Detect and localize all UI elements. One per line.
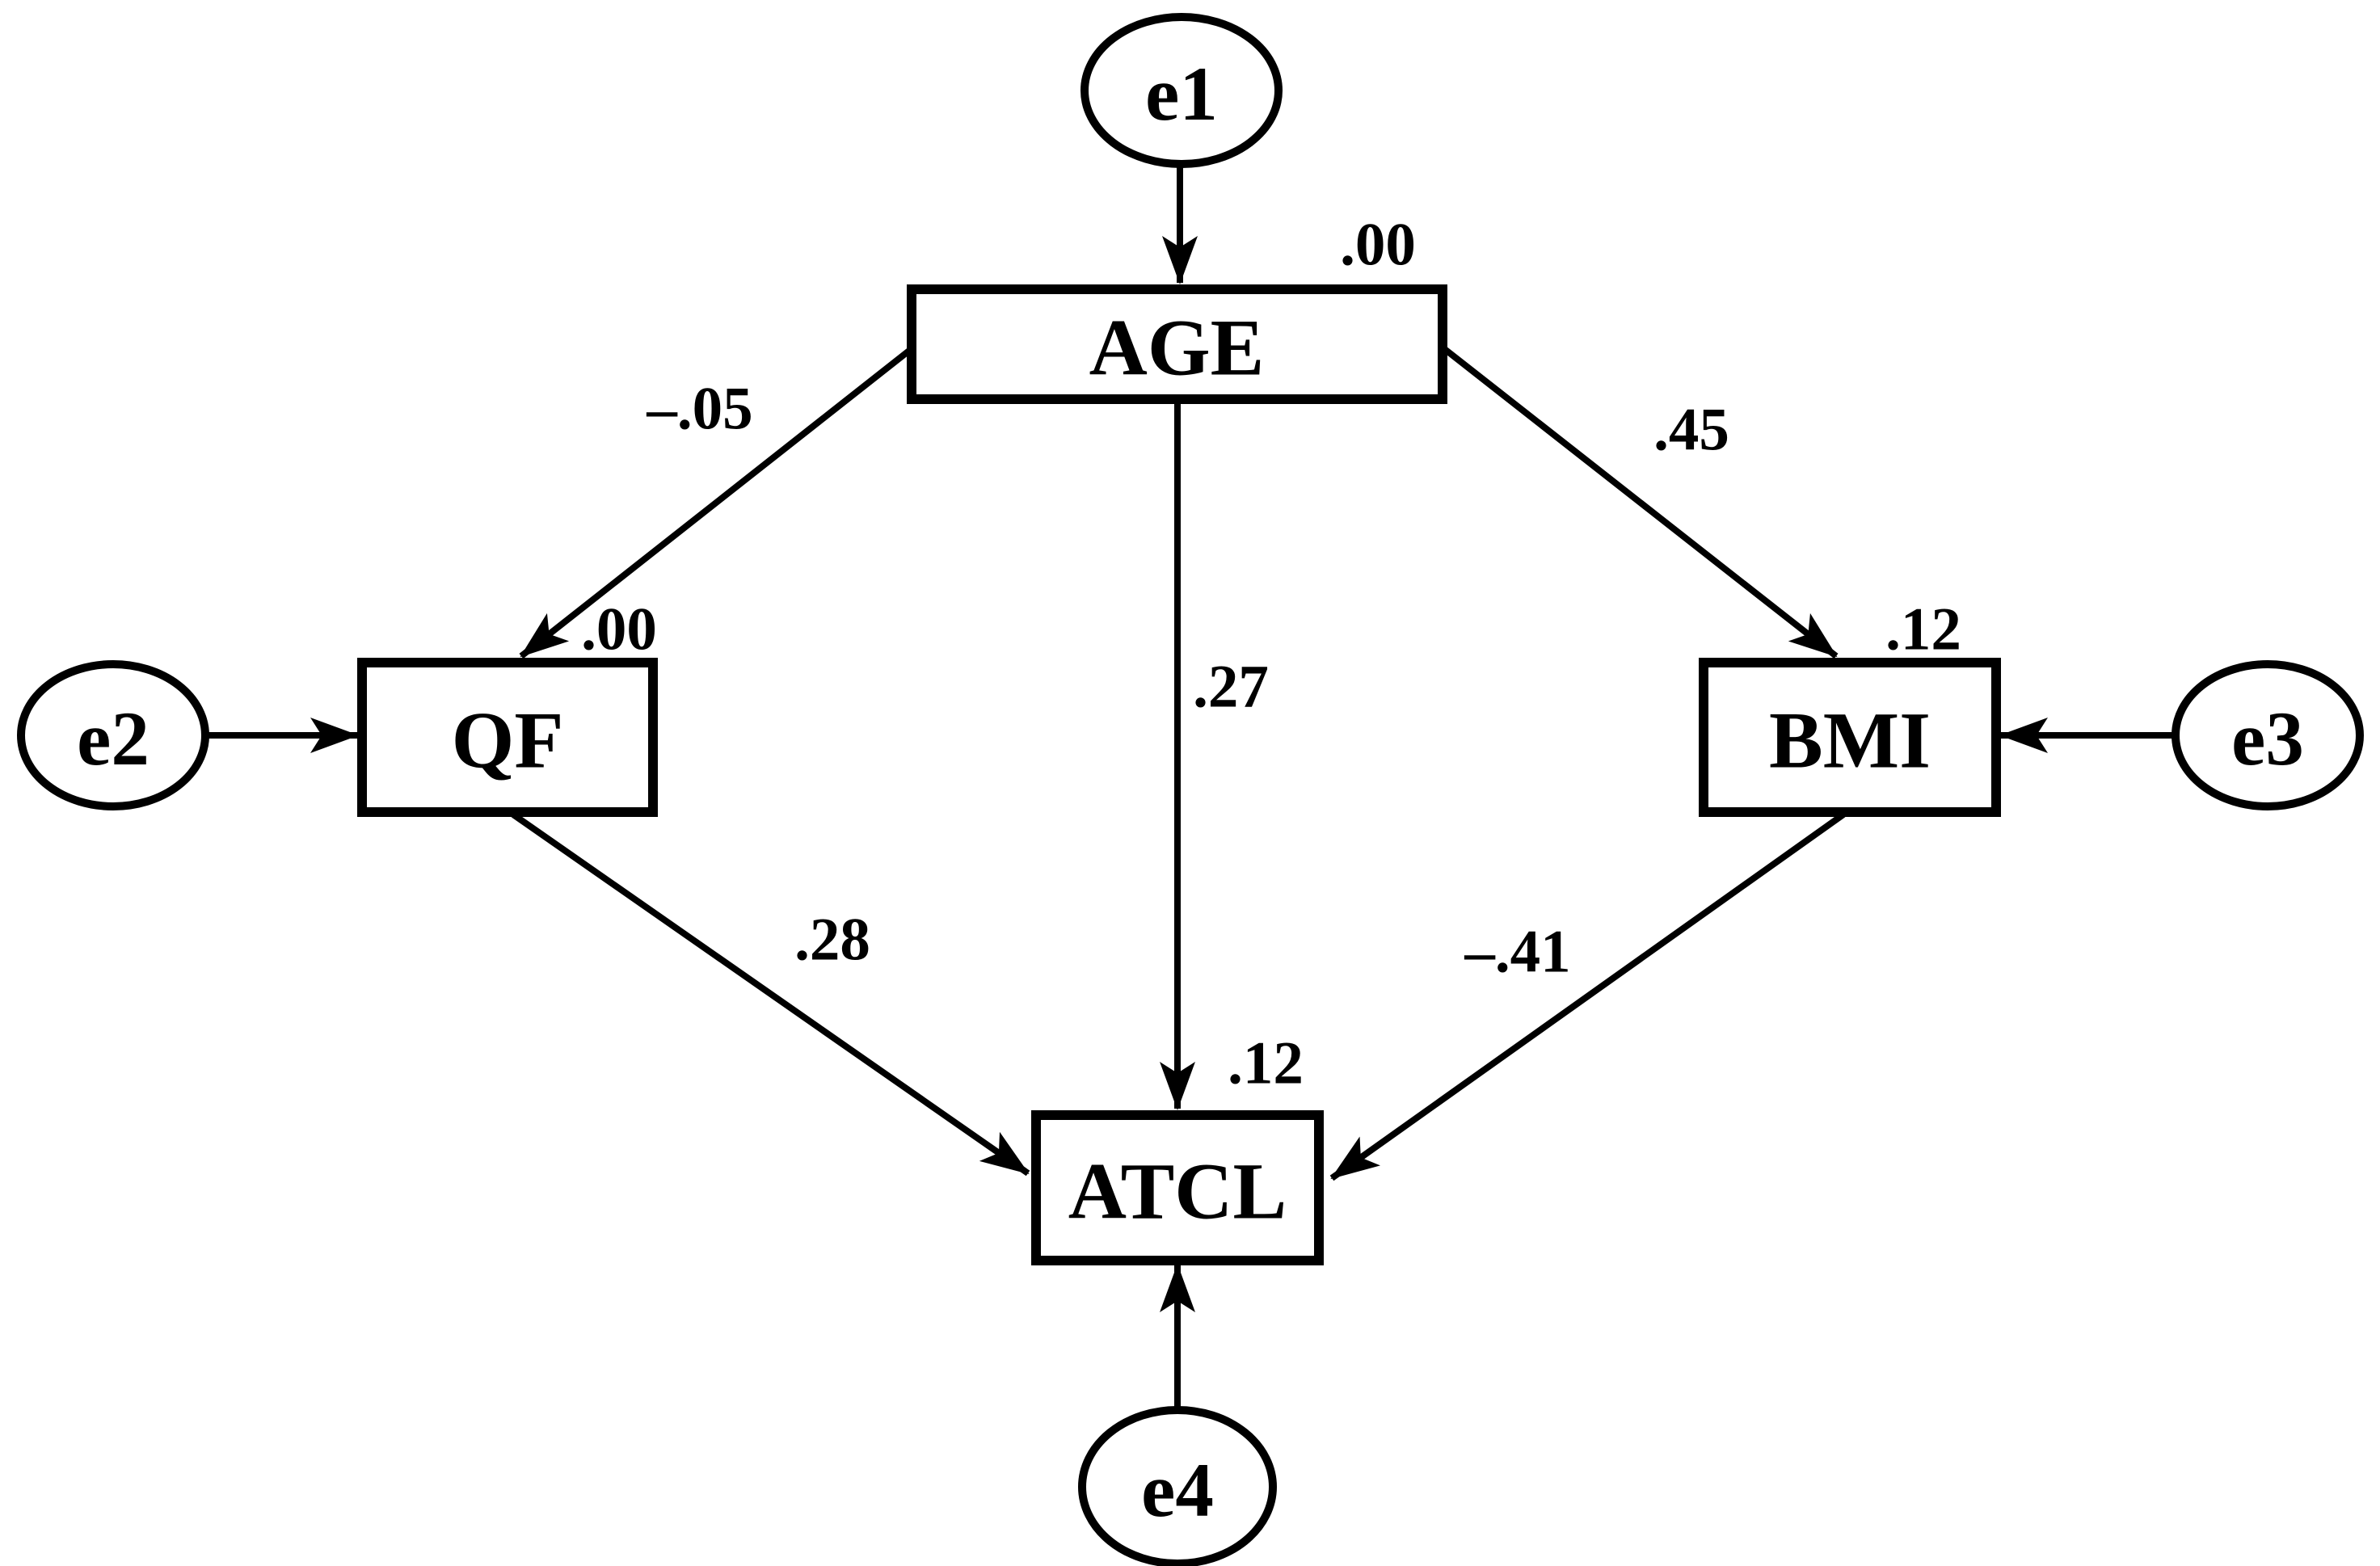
e2-ellipse: [17, 660, 209, 810]
atcl-box: [1031, 1110, 1324, 1265]
e3-label: e3: [2231, 696, 2304, 781]
e1-ellipse: [1080, 13, 1283, 168]
variance-qf: .00: [581, 596, 657, 663]
bmi-label: BMI: [1769, 696, 1931, 785]
qf-label: QF: [452, 696, 564, 785]
e3-ellipse: [2171, 660, 2364, 810]
edge-bmi-to-atcl: [1329, 811, 1846, 1181]
coefficient-bmi-to-atcl: –.41: [1464, 919, 1570, 986]
e1-label: e1: [1145, 51, 1218, 137]
edge-age-to-bmi: [1440, 344, 1839, 659]
e4-ellipse: [1078, 1406, 1277, 1566]
variance-age: .00: [1340, 212, 1416, 279]
age-box: [907, 284, 1447, 404]
variance-bmi: .12: [1885, 596, 1961, 663]
bmi-box: [1699, 658, 2001, 817]
coefficient-age-to-qf: –.05: [646, 376, 752, 443]
e4-label: e4: [1141, 1447, 1214, 1533]
edge-age-to-qf: [519, 344, 916, 659]
qf-box: [357, 658, 658, 817]
edge-qf-to-atcl: [511, 811, 1030, 1177]
variance-atcl: .12: [1228, 1030, 1304, 1097]
coefficient-qf-to-atcl: .28: [794, 907, 870, 974]
coefficient-age-to-atcl: .27: [1193, 654, 1269, 721]
atcl-label: ATCL: [1068, 1147, 1287, 1236]
age-label: AGE: [1089, 303, 1265, 393]
coefficient-age-to-bmi: .45: [1653, 397, 1729, 464]
e2-label: e2: [77, 696, 150, 781]
